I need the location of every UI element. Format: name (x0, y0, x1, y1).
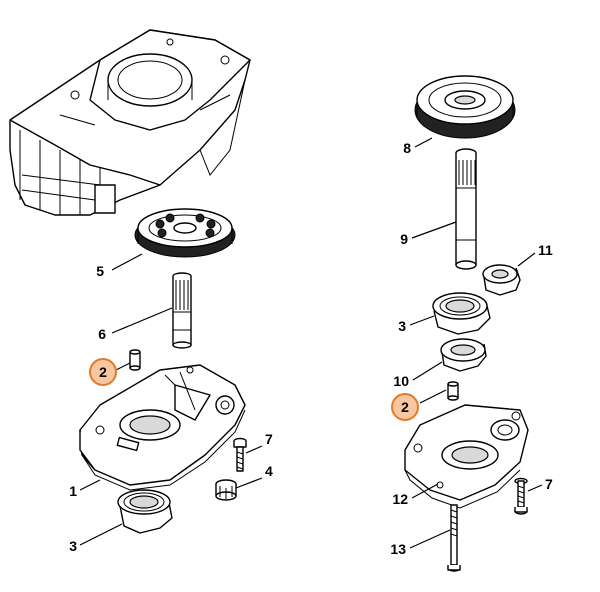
engine-housing (9, 29, 251, 216)
gear-part-8 (414, 75, 516, 139)
callout-left-3: 3 (69, 538, 77, 554)
gearbox-cover-part-1 (79, 364, 246, 491)
leader-lines (79, 137, 543, 549)
gear-part-5 (134, 208, 236, 258)
callout-right-11: 11 (538, 242, 553, 258)
highlight-circle-left (89, 358, 117, 386)
highlight-circle-right (391, 393, 419, 421)
bolt-part-13 (447, 504, 461, 572)
callout-right-9: 9 (400, 231, 408, 247)
gearbox-housing-part-12 (404, 404, 529, 509)
callout-left-1: 1 (69, 483, 77, 499)
bearing-part-3-right (432, 292, 491, 335)
callout-left-6: 6 (98, 326, 106, 342)
callout-right-10: 10 (393, 373, 409, 389)
shaft-part-6 (172, 272, 192, 349)
bearing-part-3-left (117, 489, 173, 534)
screw-part-7-right (514, 477, 528, 515)
callout-left-7: 7 (265, 431, 273, 447)
callout-right-8: 8 (403, 140, 411, 156)
pin-part-2-left (129, 349, 141, 371)
callout-left-2: 2 (99, 364, 107, 380)
callout-left-4: 4 (265, 463, 273, 479)
callout-left-5: 5 (96, 263, 104, 279)
callout-right-3: 3 (398, 318, 406, 334)
seal-part-10 (440, 338, 487, 372)
callout-right-2: 2 (401, 399, 409, 415)
pin-part-2-right (447, 381, 459, 401)
callout-labels: 2 5 6 7 4 1 3 8 9 11 3 10 2 7 12 13 (69, 140, 553, 557)
callout-right-12: 12 (392, 491, 408, 507)
screw-part-7-left (233, 437, 247, 472)
shaft-part-9 (455, 148, 477, 270)
callout-right-13: 13 (390, 541, 406, 557)
callout-right-7: 7 (545, 476, 553, 492)
bearing-part-11 (482, 264, 521, 296)
plug-part-4 (215, 479, 237, 501)
